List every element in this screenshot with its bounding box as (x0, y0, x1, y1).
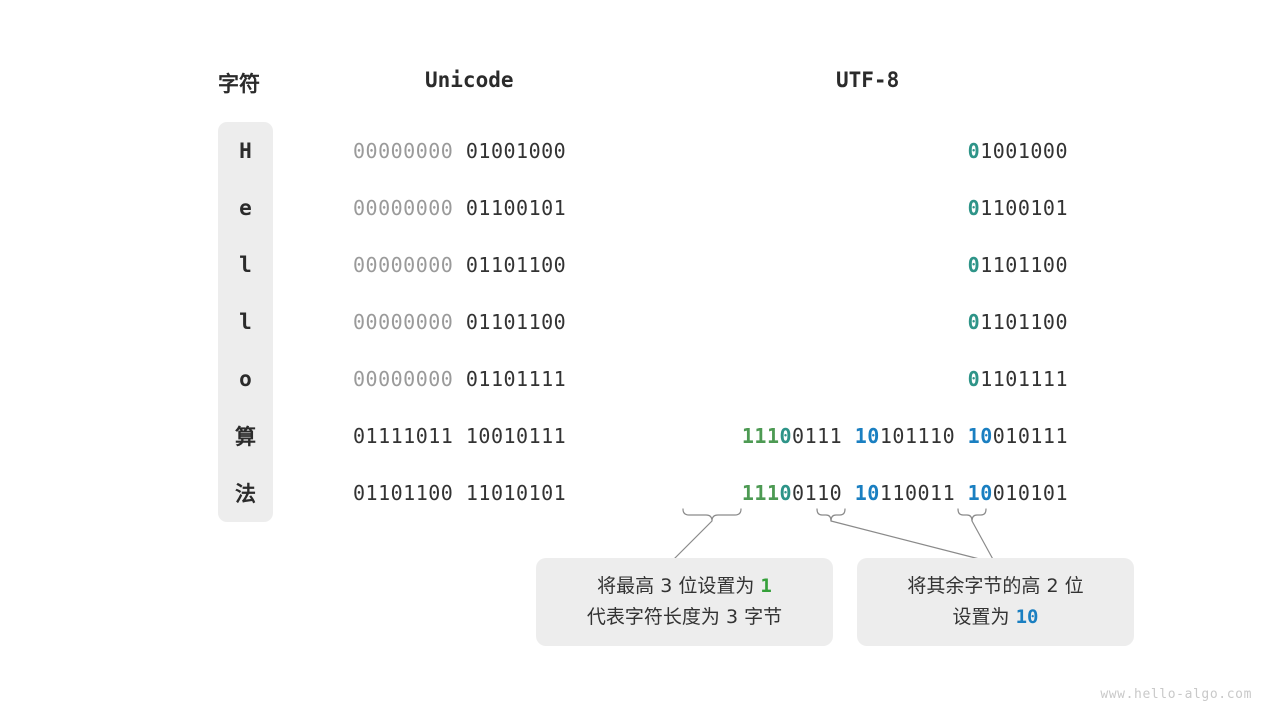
bit-segment-dark: 01101111 (465, 367, 567, 392)
bit-segment-dim: 00000000 (353, 367, 454, 392)
bit-segment-dim (453, 367, 466, 391)
character-cell: l (239, 252, 252, 277)
unicode-bits: 00000000 01100101 (353, 196, 566, 220)
bit-segment-dim (453, 139, 466, 163)
callout-left-line1-text: 将最高 3 位设置为 (597, 574, 761, 597)
bit-segment-dark: 1101100 (980, 310, 1068, 335)
unicode-bits: 00000000 01101111 (353, 367, 566, 391)
bit-segment-dark: 0111 (792, 424, 855, 449)
utf8-bits: 01100101 (968, 196, 1068, 220)
callout-high-bits: 将最高 3 位设置为 1 代表字符长度为 3 字节 (536, 558, 833, 646)
callout-left-line1-value: 1 (760, 574, 772, 597)
bit-segment-dark: 1101111 (980, 367, 1068, 392)
utf8-bits: 01001000 (968, 139, 1068, 163)
bit-segment-dark: 01001000 (465, 138, 567, 163)
character-cell: o (239, 367, 252, 392)
bit-segment-dark: 1101100 (980, 252, 1068, 277)
callout-left-line2: 代表字符长度为 3 字节 (586, 606, 783, 628)
utf8-bits: 11100110 10110011 10010101 (742, 481, 1068, 505)
callout-right-line2-text: 设置为 (952, 606, 1016, 628)
bit-segment-dim (453, 253, 466, 277)
callout-right-line1: 将其余字节的高 2 位 (907, 574, 1084, 597)
bit-segment-dim: 00000000 (353, 195, 454, 220)
bit-segment-dim: 00000000 (353, 252, 454, 277)
unicode-bits: 01101100 11010101 (353, 481, 566, 505)
bit-segment-dark: 010101 (992, 481, 1068, 506)
unicode-bits: 00000000 01001000 (353, 139, 566, 163)
column-header-character: 字符 (218, 72, 260, 96)
character-cell: H (239, 138, 252, 163)
bit-segment-teal: 0 (779, 424, 793, 449)
bit-segment-dark: 110011 (879, 481, 968, 506)
column-header-utf8: UTF-8 (836, 68, 900, 92)
bit-segment-blue: 10 (854, 481, 880, 506)
bit-segment-dark: 101110 (879, 424, 968, 449)
bit-segment-dark: 01101100 (465, 310, 567, 335)
bit-segment-dark: 11010101 (465, 481, 567, 506)
callout-continuation-bits: 将其余字节的高 2 位 设置为 10 (857, 558, 1134, 646)
bit-segment-teal: 0 (967, 367, 981, 392)
character-cell: 法 (235, 482, 256, 507)
utf8-bits: 01101111 (968, 367, 1068, 391)
unicode-bits: 01111011 10010111 (353, 424, 566, 448)
bit-segment-dim (453, 310, 466, 334)
column-header-unicode: Unicode (425, 68, 514, 92)
leader-blue-2 (971, 520, 996, 564)
callout-right-line2-value: 10 (1015, 606, 1039, 628)
bit-segment-dark: 0110 (792, 481, 855, 506)
bit-segment-blue: 10 (967, 424, 993, 449)
utf8-bits: 01101100 (968, 253, 1068, 277)
bit-segment-teal: 0 (967, 138, 981, 163)
leader-blue-1 (830, 520, 996, 564)
unicode-bits: 00000000 01101100 (353, 253, 566, 277)
bit-segment-dark: 01100101 (465, 195, 567, 220)
bit-segment-teal: 0 (967, 195, 981, 220)
bit-segment-teal: 0 (967, 252, 981, 277)
callout-left-line1: 将最高 3 位设置为 1 (597, 571, 772, 602)
bit-segment-dim: 00000000 (353, 138, 454, 163)
utf8-bits: 11100111 10101110 10010111 (742, 424, 1068, 448)
bit-segment-dark: 01101100 (353, 481, 454, 506)
utf8-bits: 01101100 (968, 310, 1068, 334)
unicode-bits: 00000000 01101100 (353, 310, 566, 334)
bit-segment-dark (453, 481, 466, 505)
watermark: www.hello-algo.com (1100, 687, 1252, 702)
bit-segment-dark: 010111 (992, 424, 1068, 449)
bit-segment-dark: 01111011 (353, 424, 454, 449)
bit-segment-green: 111 (741, 424, 780, 449)
bit-segment-dark: 1001000 (980, 138, 1068, 163)
character-cell: l (239, 309, 252, 334)
character-cell: e (239, 195, 252, 220)
bit-segment-dark: 10010111 (465, 424, 567, 449)
character-cell: 算 (235, 425, 256, 450)
bit-segment-teal: 0 (779, 481, 793, 506)
bit-segment-dim (453, 196, 466, 220)
bit-segment-green: 111 (741, 481, 780, 506)
bit-segment-dark: 1100101 (980, 195, 1068, 220)
bit-segment-dark (453, 424, 466, 448)
bit-segment-blue: 10 (854, 424, 880, 449)
bit-segment-dim: 00000000 (353, 310, 454, 335)
bit-segment-blue: 10 (967, 481, 993, 506)
bit-segment-teal: 0 (967, 310, 981, 335)
callout-right-line2: 设置为 10 (953, 602, 1039, 633)
bit-segment-dark: 01101100 (465, 252, 567, 277)
